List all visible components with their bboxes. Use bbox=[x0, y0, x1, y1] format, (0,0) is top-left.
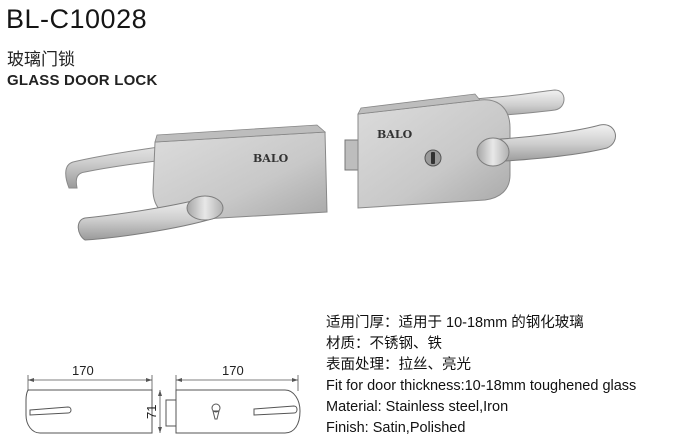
spec-finish-cn: 表面处理：拉丝、亮光 bbox=[326, 357, 471, 373]
spec-material-en: Material: Stainless steel,Iron bbox=[326, 399, 509, 415]
keyhole-icon bbox=[211, 403, 221, 420]
right-width-label: 170 bbox=[222, 363, 244, 378]
technical-drawing: 170 71 170 bbox=[25, 363, 301, 434]
left-width-label: 170 bbox=[72, 363, 94, 378]
left-dimension: 170 bbox=[27, 363, 153, 391]
model-number: BL-C10028 bbox=[6, 4, 148, 34]
product-name-cn: 玻璃门锁 bbox=[7, 50, 75, 70]
left-handle-outline bbox=[29, 406, 72, 416]
left-lock: BALO bbox=[65, 124, 328, 241]
product-photo: BALO BALO bbox=[65, 89, 616, 241]
product-name-en: GLASS DOOR LOCK bbox=[7, 72, 158, 89]
right-handle-outline bbox=[253, 405, 298, 416]
left-front-handle bbox=[77, 197, 216, 241]
right-body-outline bbox=[175, 389, 301, 434]
spec-finish-en: Finish: Satin,Polished bbox=[326, 420, 466, 436]
right-front-handle bbox=[484, 124, 616, 163]
height-dimension: 71 bbox=[144, 390, 162, 433]
height-label: 71 bbox=[144, 405, 159, 419]
spec-material-cn: 材质：不锈钢、铁 bbox=[326, 336, 442, 352]
left-body-outline bbox=[25, 389, 153, 434]
right-logo: BALO bbox=[377, 128, 413, 141]
spec-list: 适用门厚：适用于 10-18mm 的钢化玻璃 材质：不锈钢、铁 表面处理：拉丝、… bbox=[326, 313, 636, 439]
right-lock: BALO bbox=[344, 89, 616, 209]
spec-thickness-en: Fit for door thickness:10-18mm toughened… bbox=[326, 378, 637, 394]
right-dimension: 170 bbox=[175, 363, 299, 391]
center-strike-outline bbox=[165, 399, 177, 427]
left-logo: BALO bbox=[253, 152, 289, 165]
spec-thickness-cn: 适用门厚：适用于 10-18mm 的钢化玻璃 bbox=[326, 315, 584, 331]
